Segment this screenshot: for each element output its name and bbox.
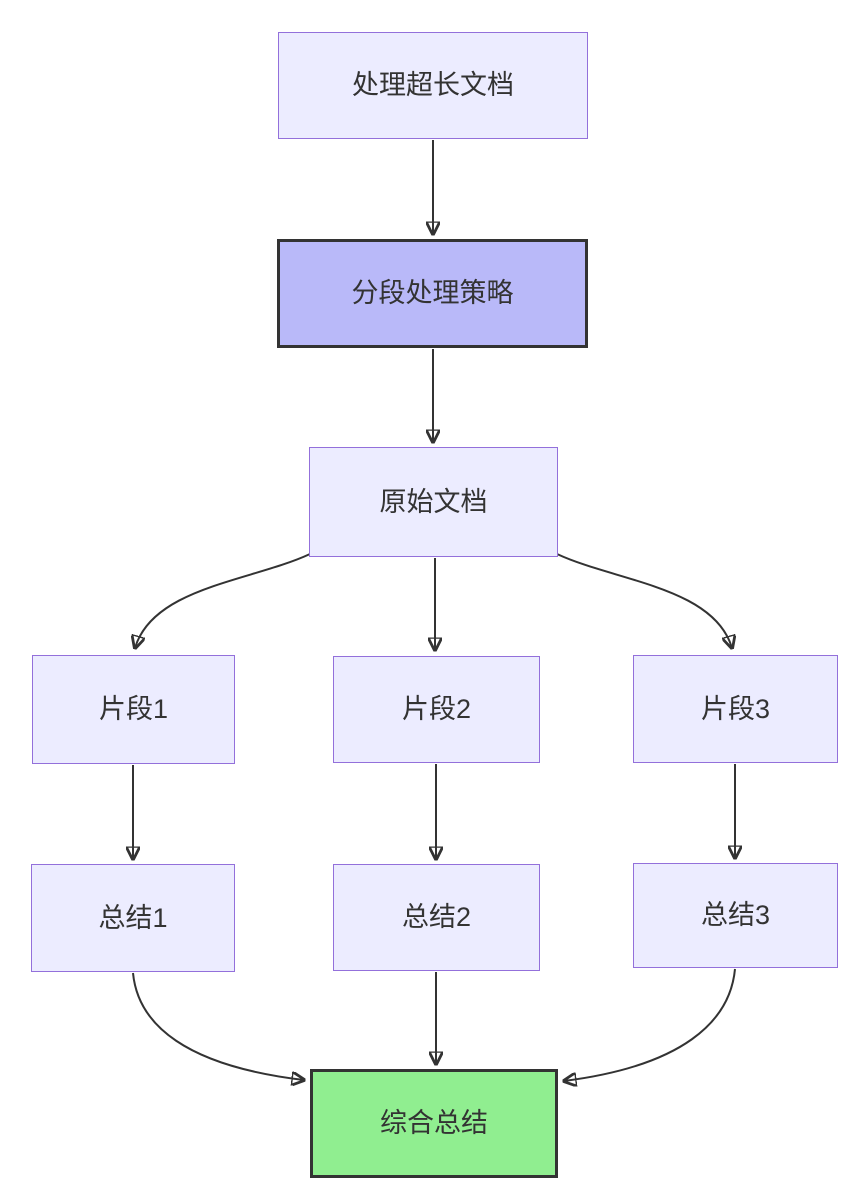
edge-sum3-final: [564, 968, 736, 1081]
node-fragment-1: 片段1: [32, 655, 235, 764]
node-summary-2: 总结2: [333, 864, 540, 971]
node-strategy: 分段处理策略: [277, 239, 588, 348]
node-start: 处理超长文档: [278, 32, 588, 139]
node-original-document: 原始文档: [309, 447, 558, 557]
node-final-summary: 综合总结: [310, 1069, 558, 1178]
node-summary-3: 总结3: [633, 863, 838, 968]
node-summary-1: 总结1: [31, 864, 235, 972]
node-fragment-3: 片段3: [633, 655, 838, 763]
edge-doc-frag3: [556, 553, 732, 648]
edge-doc-frag1: [135, 553, 311, 648]
edge-sum1-final: [132, 972, 304, 1080]
node-fragment-2: 片段2: [333, 656, 540, 763]
